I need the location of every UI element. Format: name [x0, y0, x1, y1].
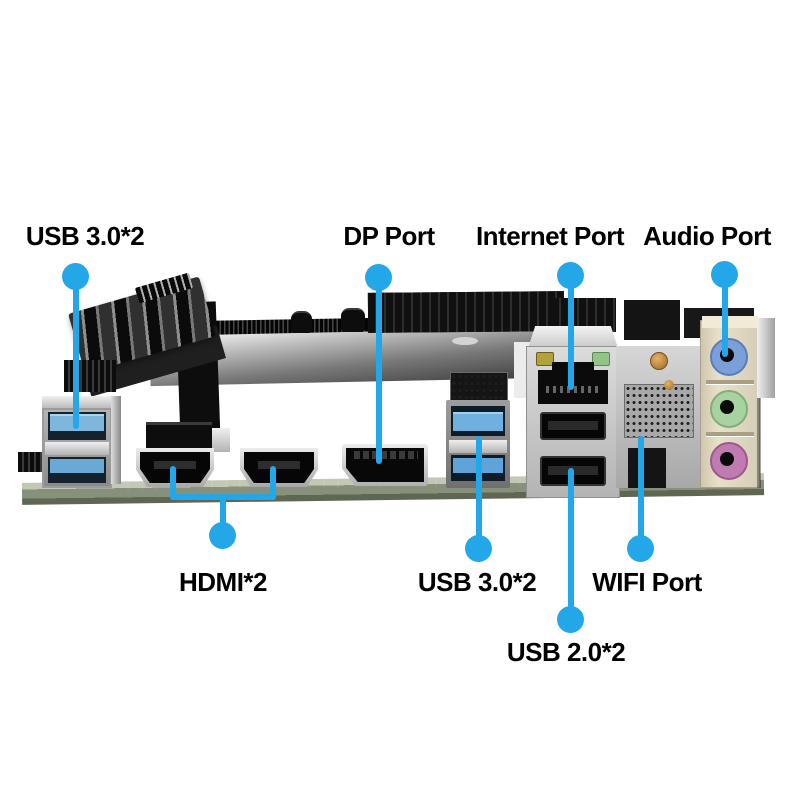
- hdmi-clip: [212, 428, 230, 452]
- callout-dot: [557, 606, 584, 633]
- callout-label: USB 3.0*2: [417, 567, 537, 597]
- rj45-teeth: [546, 386, 600, 393]
- io-shield-edge: [757, 318, 775, 398]
- callout-line: [722, 275, 728, 357]
- capacitor-knob: [291, 311, 312, 333]
- hdmi-slot: [154, 461, 196, 469]
- callout-label: USB 3.0*2: [25, 221, 145, 251]
- callout-dot: [62, 263, 89, 290]
- callout-label: DP Port: [343, 221, 435, 251]
- audio-groove: [706, 432, 754, 437]
- callout-line: [73, 277, 79, 429]
- led-green: [592, 352, 610, 366]
- callout-dot: [711, 261, 738, 288]
- usb2-tongue: [548, 421, 598, 430]
- hdmi-port-2: [240, 448, 318, 487]
- audio-jack-hole: [720, 452, 734, 466]
- led-yellow: [536, 352, 554, 366]
- callout-label: Internet Port: [475, 221, 625, 251]
- callout-dot: [557, 262, 584, 289]
- callout-line: [476, 436, 482, 549]
- callout-line: [568, 276, 574, 390]
- wifi-module: [624, 384, 694, 438]
- callout-label: WIFI Port: [592, 567, 702, 597]
- callout-label: Audio Port: [643, 221, 771, 251]
- usb-cage: [450, 372, 508, 404]
- wifi-area: [616, 346, 702, 488]
- bracket-tick-left: [170, 466, 176, 500]
- callout-label: HDMI*2: [178, 567, 268, 597]
- audio-jack-line-in-blue: [710, 338, 748, 376]
- audio-shadow-edge: [757, 320, 761, 488]
- usb3-tongue-blue: [453, 412, 503, 431]
- callout-line: [638, 436, 644, 549]
- hdmi-slot: [258, 461, 300, 469]
- connector-comb: [64, 360, 116, 392]
- audio-jack-mic-pink: [710, 442, 748, 480]
- screw-oval: [452, 337, 478, 345]
- bracket-sliver: [111, 396, 121, 484]
- callout-dot: [465, 535, 492, 562]
- m2-standoff-copper: [664, 380, 674, 390]
- bracket-tick-right: [270, 466, 276, 500]
- displayport: [342, 444, 428, 486]
- callout-dot: [627, 535, 654, 562]
- wifi-slot-block: [628, 448, 666, 488]
- audio-panel-lip: [702, 316, 758, 328]
- dp-pins: [354, 451, 418, 459]
- callout-line: [220, 497, 226, 525]
- audio-groove: [706, 380, 754, 385]
- audio-assembly: [700, 316, 762, 488]
- callout-line: [568, 468, 574, 620]
- callout-label: USB 2.0*2: [506, 637, 626, 667]
- capacitor-knob: [341, 308, 365, 332]
- header-block: [624, 300, 680, 340]
- audio-jack-hole: [720, 400, 734, 414]
- callout-dot: [365, 264, 392, 291]
- callout-dot: [209, 522, 236, 549]
- usb-divider: [45, 442, 109, 455]
- usb3-tongue-blue: [50, 459, 104, 473]
- m2-standoff-copper: [650, 352, 668, 370]
- audio-jack-line-out-green: [710, 390, 748, 428]
- callout-line: [376, 278, 382, 464]
